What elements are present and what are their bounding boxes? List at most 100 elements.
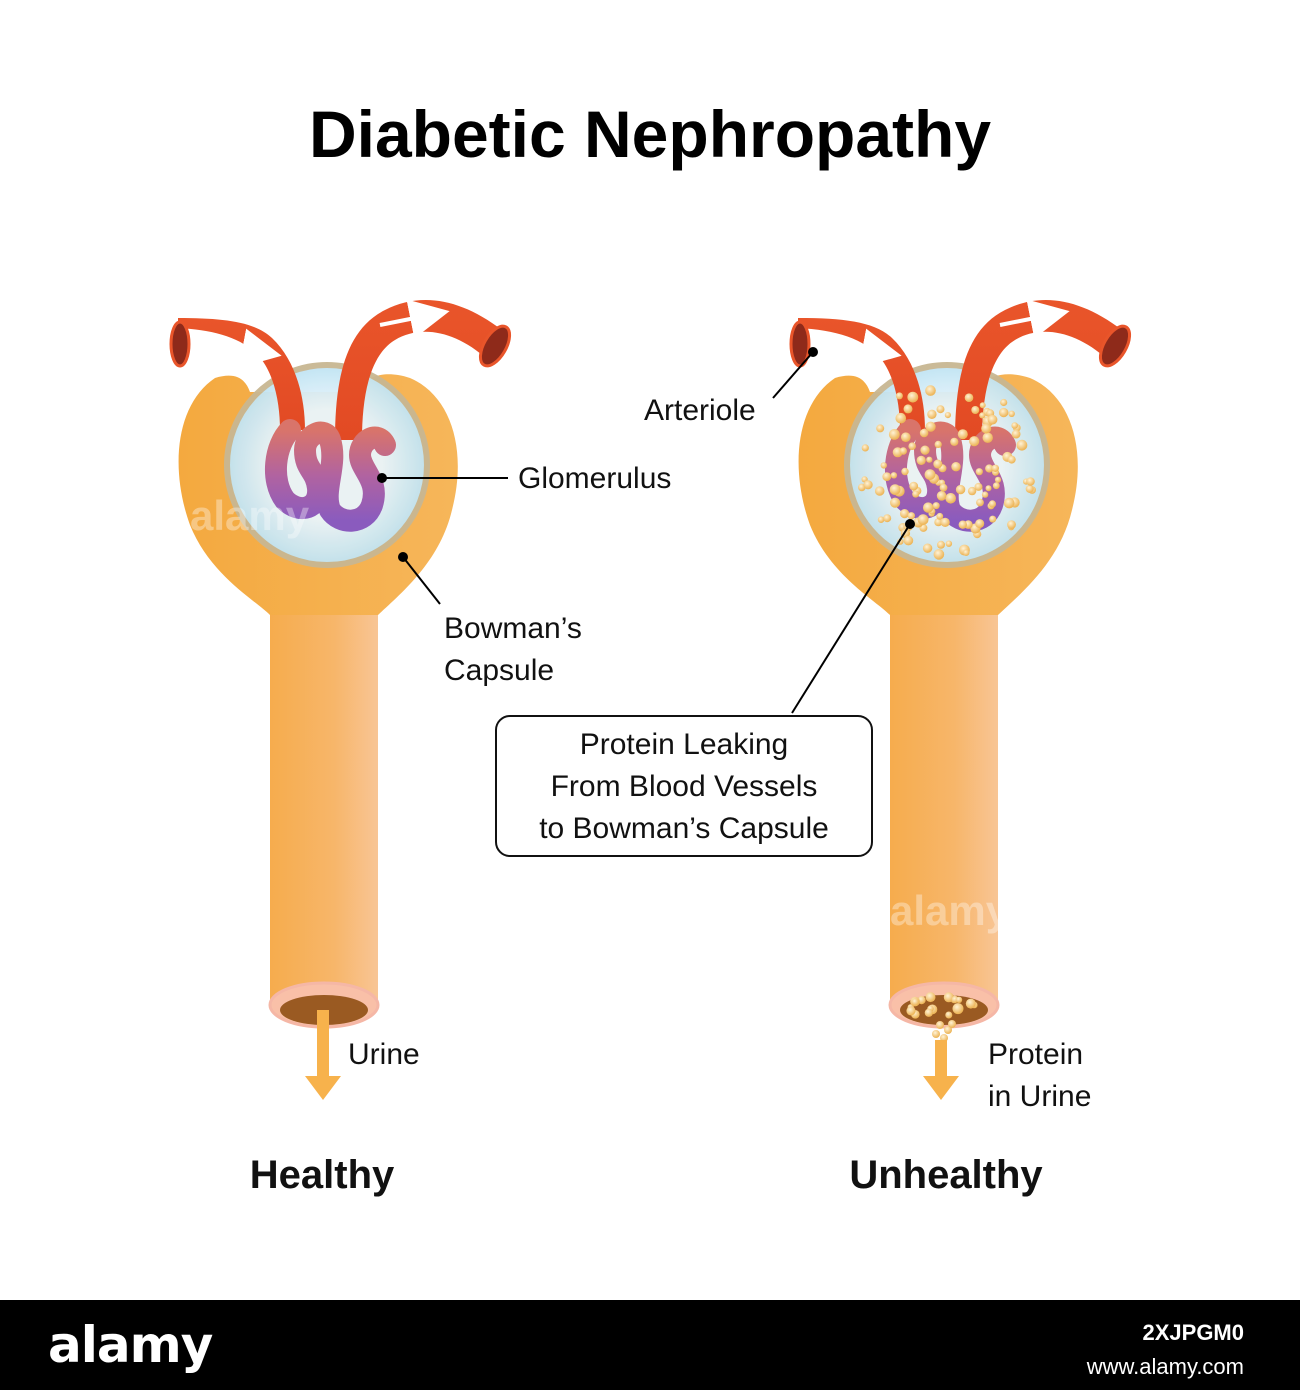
unhealthy-nephron	[789, 299, 1132, 1100]
protein-particle	[979, 402, 986, 409]
protein-particle	[890, 497, 901, 508]
protein-particle	[916, 455, 926, 465]
protein-particle	[1011, 422, 1018, 429]
protein-particle	[889, 484, 901, 495]
protein-particle	[936, 1021, 944, 1029]
protein-particle	[903, 535, 914, 546]
protein-particle	[895, 392, 903, 400]
urine-label: Urine	[348, 1038, 420, 1071]
protein-particle	[991, 464, 999, 472]
protein-particle	[971, 406, 980, 414]
caption-healthy: Healthy	[250, 1153, 395, 1197]
protein-particle	[974, 482, 983, 491]
protein-particle	[1000, 398, 1008, 407]
protein-particle	[908, 442, 916, 451]
protein-particle	[932, 1030, 940, 1038]
bowmans-capsule-label-line1: Bowman’s	[444, 612, 582, 645]
protein-particle	[922, 543, 933, 553]
protein-particle	[979, 412, 986, 419]
healthy-efferent-arteriole	[335, 299, 502, 440]
protein-particle	[907, 391, 919, 403]
protein-particle	[909, 481, 919, 491]
protein-particle	[981, 491, 989, 498]
protein-particle	[985, 464, 994, 473]
protein-particle	[924, 469, 936, 480]
protein-particle	[981, 423, 992, 434]
protein-particle	[992, 482, 1000, 490]
protein-particle	[951, 462, 961, 472]
label-bowmans-capsule: Bowman’s Capsule	[398, 552, 582, 687]
protein-particle	[999, 407, 1009, 418]
protein-particle	[1016, 439, 1028, 451]
protein-particle	[969, 436, 980, 447]
caption-unhealthy: Unhealthy	[849, 1153, 1043, 1197]
protein-particle	[936, 512, 944, 520]
protein-particle	[903, 404, 913, 414]
protein-particle	[987, 414, 998, 425]
protein-particle	[950, 437, 959, 446]
healthy-flow-arrow-in	[209, 328, 282, 368]
protein-particle	[989, 515, 997, 523]
unhealthy-efferent-opening	[1098, 324, 1132, 368]
protein-particle	[863, 480, 873, 490]
protein-particle	[943, 992, 954, 1003]
protein-particle	[880, 462, 887, 469]
protein-particle	[945, 540, 953, 547]
protein-particle	[933, 549, 945, 560]
footer-logo: alamy	[48, 1316, 213, 1374]
protein-in-urine-particles	[906, 992, 978, 1042]
protein-particle	[940, 517, 950, 528]
healthy-afferent-opening	[169, 320, 191, 368]
page-title: Diabetic Nephropathy	[309, 97, 991, 171]
protein-particle	[912, 490, 920, 498]
healthy-glomerulus	[264, 419, 396, 532]
protein-particle	[926, 456, 933, 463]
unhealthy-flow-arrow-out	[999, 299, 1070, 339]
protein-particle	[967, 486, 977, 496]
watermark-left: alamy	[190, 492, 310, 539]
protein-particle	[982, 432, 993, 443]
protein-particle	[882, 472, 892, 481]
healthy-nephron	[169, 299, 512, 1100]
protein-leaking-box	[495, 715, 873, 857]
protein-particle	[890, 472, 898, 479]
protein-particle	[920, 445, 930, 455]
unhealthy-tubule	[890, 560, 998, 1000]
protein-particle	[934, 440, 942, 448]
protein-particle	[888, 429, 900, 440]
protein-particle	[917, 514, 929, 525]
bowmans-capsule-label-line2: Capsule	[444, 654, 554, 687]
protein-particle	[965, 998, 976, 1009]
protein-particle	[907, 512, 915, 520]
protein-particle	[945, 1011, 953, 1019]
protein-particle	[948, 1020, 956, 1028]
protein-particle	[906, 1006, 916, 1016]
protein-particle	[962, 549, 970, 556]
protein-particle	[933, 459, 943, 469]
protein-particle	[975, 468, 983, 476]
protein-particle	[900, 508, 910, 519]
protein-particle	[944, 412, 952, 419]
protein-particle	[957, 429, 968, 440]
footer-meta: 2XJPGM0 www.alamy.com	[1087, 1320, 1244, 1380]
protein-in-urine-label-line2: in Urine	[988, 1080, 1091, 1113]
label-glomerulus: Glomerulus	[377, 462, 671, 495]
footer-url: www.alamy.com	[1086, 1354, 1244, 1379]
protein-particle	[927, 409, 937, 419]
protein-particle	[964, 393, 974, 403]
protein-particle	[975, 519, 985, 529]
watermark-right: alamy	[890, 887, 1010, 934]
protein-particle	[1008, 410, 1015, 417]
protein-particle	[945, 493, 956, 504]
protein-particle	[901, 432, 911, 443]
protein-particle	[883, 514, 892, 523]
healthy-efferent-opening	[478, 324, 512, 368]
protein-particle	[861, 444, 869, 452]
protein-particle	[994, 476, 1002, 483]
protein-particle	[925, 421, 936, 432]
protein-in-urine-label-line1: Protein	[988, 1038, 1083, 1071]
protein-particle	[1007, 455, 1016, 464]
protein-particle	[936, 491, 947, 501]
protein-particle	[976, 498, 984, 507]
protein-particle	[901, 467, 909, 476]
